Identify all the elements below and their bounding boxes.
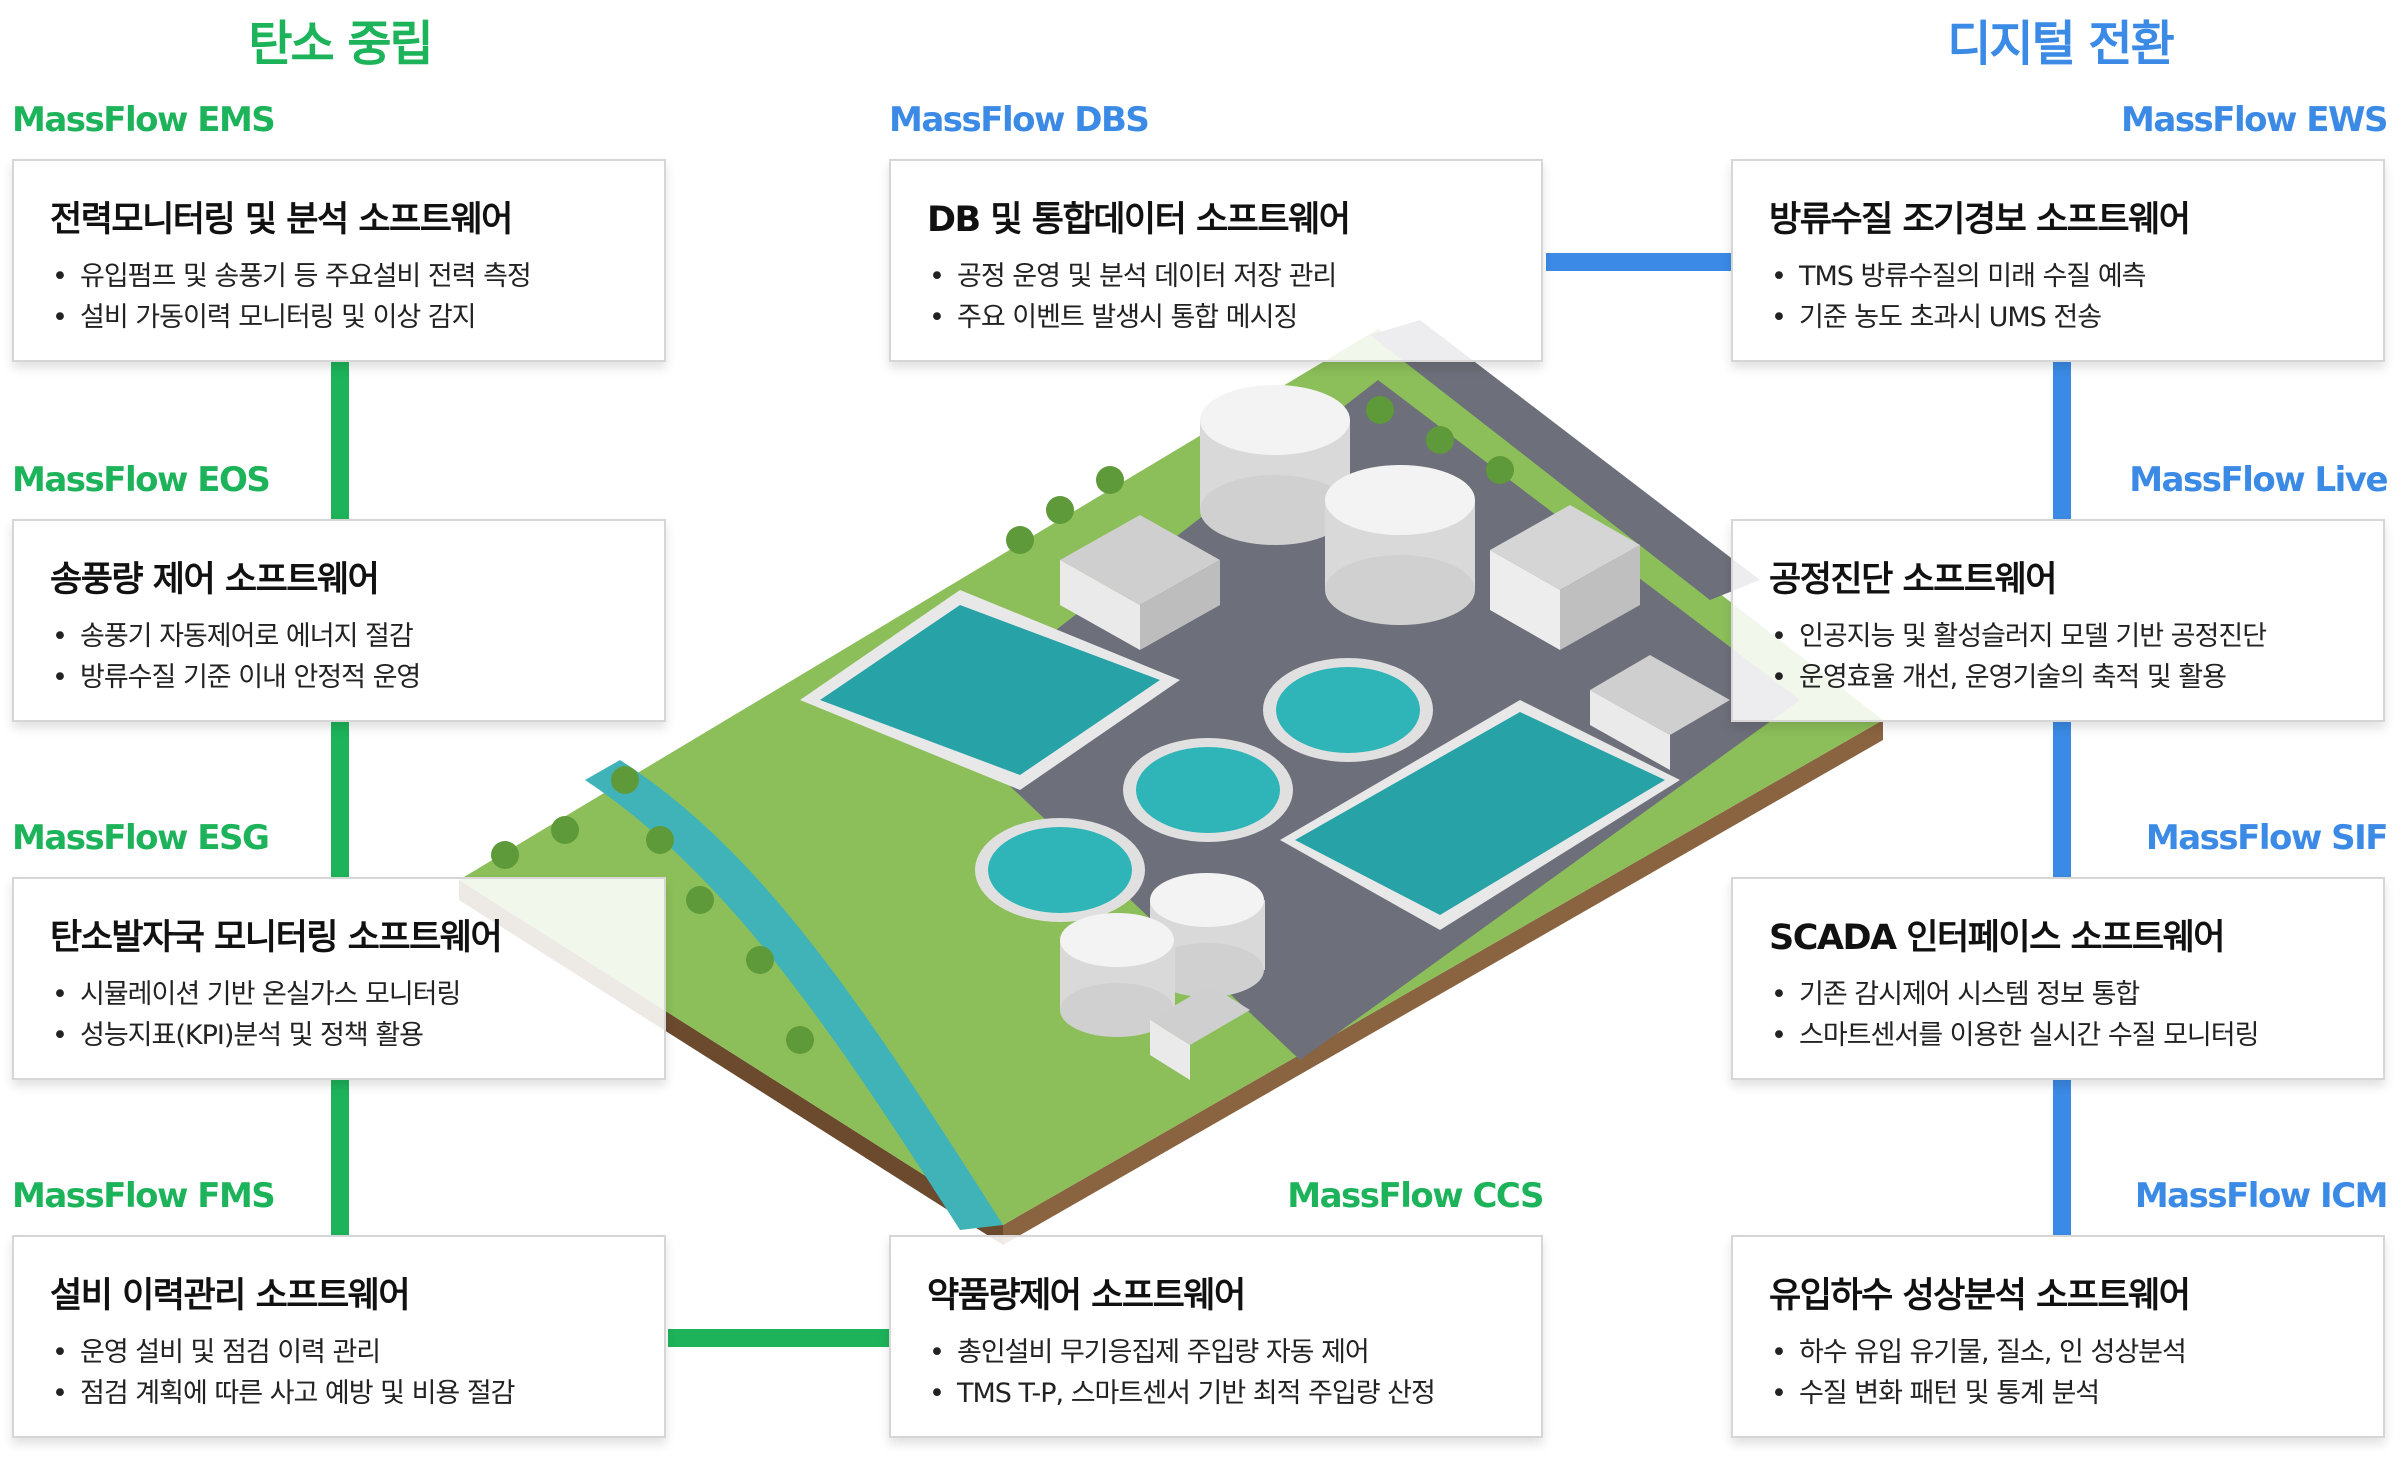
module-card-eos[interactable]: 송풍량 제어 소프트웨어 송풍기 자동제어로 에너지 절감방류수질 기준 이내 … [12, 519, 666, 722]
section-title-carbon-neutral: 탄소 중립 [248, 16, 433, 72]
module-title: DB 및 통합데이터 소프트웨어 [927, 200, 1351, 240]
module-card-ccs[interactable]: 약품량제어 소프트웨어 총인설비 무기응집제 주입량 자동 제어TMS T-P,… [889, 1235, 1543, 1438]
module-bullet: 기준 농도 초과시 UMS 전송 [1771, 297, 2383, 338]
module-title: 전력모니터링 및 분석 소프트웨어 [50, 200, 513, 240]
module-label-sif: MassFlow SIF [2145, 818, 2389, 858]
connector-ews-live [2053, 362, 2071, 519]
module-card-ems[interactable]: 전력모니터링 및 분석 소프트웨어 유입펌프 및 송풍기 등 주요설비 전력 측… [12, 159, 666, 362]
module-title: 설비 이력관리 소프트웨어 [50, 1276, 411, 1316]
module-card-live[interactable]: 공정진단 소프트웨어 인공지능 및 활성슬러지 모델 기반 공정진단운영효율 개… [1731, 519, 2385, 722]
module-label-dbs: MassFlow DBS [889, 100, 1150, 140]
module-bullet: 공정 운영 및 분석 데이터 저장 관리 [929, 256, 1541, 297]
module-card-esg[interactable]: 탄소발자국 모니터링 소프트웨어 시뮬레이션 기반 온실가스 모니터링성능지표(… [12, 877, 666, 1080]
connector-sif-icm [2053, 1080, 2071, 1235]
module-card-fms[interactable]: 설비 이력관리 소프트웨어 운영 설비 및 점검 이력 관리점검 계획에 따른 … [12, 1235, 666, 1438]
module-title: 탄소발자국 모니터링 소프트웨어 [50, 918, 503, 958]
module-title: 송풍량 제어 소프트웨어 [50, 560, 380, 600]
module-label-live: MassFlow Live [2129, 460, 2388, 500]
module-bullet: 방류수질 기준 이내 안정적 운영 [52, 657, 664, 698]
module-label-esg: MassFlow ESG [12, 818, 270, 858]
module-bullet: 주요 이벤트 발생시 통합 메시징 [929, 297, 1541, 338]
module-bullet: 기존 감시제어 시스템 정보 통합 [1771, 974, 2383, 1015]
storage-cylinders [1060, 385, 1475, 1037]
connector-fms-ccs [668, 1329, 889, 1347]
module-bullet: 유입펌프 및 송풍기 등 주요설비 전력 측정 [52, 256, 664, 297]
module-card-ews[interactable]: 방류수질 조기경보 소프트웨어 TMS 방류수질의 미래 수질 예측기준 농도 … [1731, 159, 2385, 362]
module-bullet: 스마트센서를 이용한 실시간 수질 모니터링 [1771, 1015, 2383, 1056]
connector-eos-esg [331, 722, 349, 877]
module-label-ccs: MassFlow CCS [1287, 1176, 1544, 1216]
clarifiers [975, 658, 1433, 922]
river [585, 760, 1003, 1230]
module-bullet: 점검 계획에 따른 사고 예방 및 비용 절감 [52, 1373, 664, 1414]
module-bullet: 운영효율 개선, 운영기술의 축적 및 활용 [1771, 657, 2383, 698]
module-bullet: TMS 방류수질의 미래 수질 예측 [1771, 256, 2383, 297]
section-title-digital-transition: 디지털 전환 [1947, 16, 2175, 72]
trees [491, 396, 1514, 1054]
module-label-eos: MassFlow EOS [12, 460, 271, 500]
module-bullet: 성능지표(KPI)분석 및 정책 활용 [52, 1015, 664, 1056]
module-bullet: 시뮬레이션 기반 온실가스 모니터링 [52, 974, 664, 1015]
rectangular-tanks [800, 590, 1680, 930]
module-label-ems: MassFlow EMS [12, 100, 276, 140]
module-bullet: 하수 유입 유기물, 질소, 인 성상분석 [1771, 1332, 2383, 1373]
connector-live-sif [2053, 722, 2071, 877]
module-bullet: 수질 변화 패턴 및 통계 분석 [1771, 1373, 2383, 1414]
module-card-dbs[interactable]: DB 및 통합데이터 소프트웨어 공정 운영 및 분석 데이터 저장 관리주요 … [889, 159, 1543, 362]
buildings [1060, 505, 1730, 1080]
module-card-icm[interactable]: 유입하수 성상분석 소프트웨어 하수 유입 유기물, 질소, 인 성상분석수질 … [1731, 1235, 2385, 1438]
module-title: 공정진단 소프트웨어 [1769, 560, 2058, 600]
module-title: 유입하수 성상분석 소프트웨어 [1769, 1276, 2191, 1316]
module-card-sif[interactable]: SCADA 인터페이스 소프트웨어 기존 감시제어 시스템 정보 통합스마트센서… [1731, 877, 2385, 1080]
module-label-ews: MassFlow EWS [2121, 100, 2388, 140]
module-bullet: 인공지능 및 활성슬러지 모델 기반 공정진단 [1771, 616, 2383, 657]
connector-ems-eos [331, 362, 349, 519]
module-bullet: 송풍기 자동제어로 에너지 절감 [52, 616, 664, 657]
module-bullet: 총인설비 무기응집제 주입량 자동 제어 [929, 1332, 1541, 1373]
module-title: SCADA 인터페이스 소프트웨어 [1769, 918, 2226, 958]
module-label-fms: MassFlow FMS [12, 1176, 276, 1216]
module-label-icm: MassFlow ICM [2134, 1176, 2389, 1216]
connector-esg-fms [331, 1080, 349, 1235]
module-title: 방류수질 조기경보 소프트웨어 [1769, 200, 2191, 240]
module-title: 약품량제어 소프트웨어 [927, 1276, 1246, 1316]
connector-dbs-ews [1546, 253, 1731, 271]
module-bullet: 운영 설비 및 점검 이력 관리 [52, 1332, 664, 1373]
module-bullet: TMS T-P, 스마트센서 기반 최적 주입량 산정 [929, 1373, 1541, 1414]
module-bullet: 설비 가동이력 모니터링 및 이상 감지 [52, 297, 664, 338]
